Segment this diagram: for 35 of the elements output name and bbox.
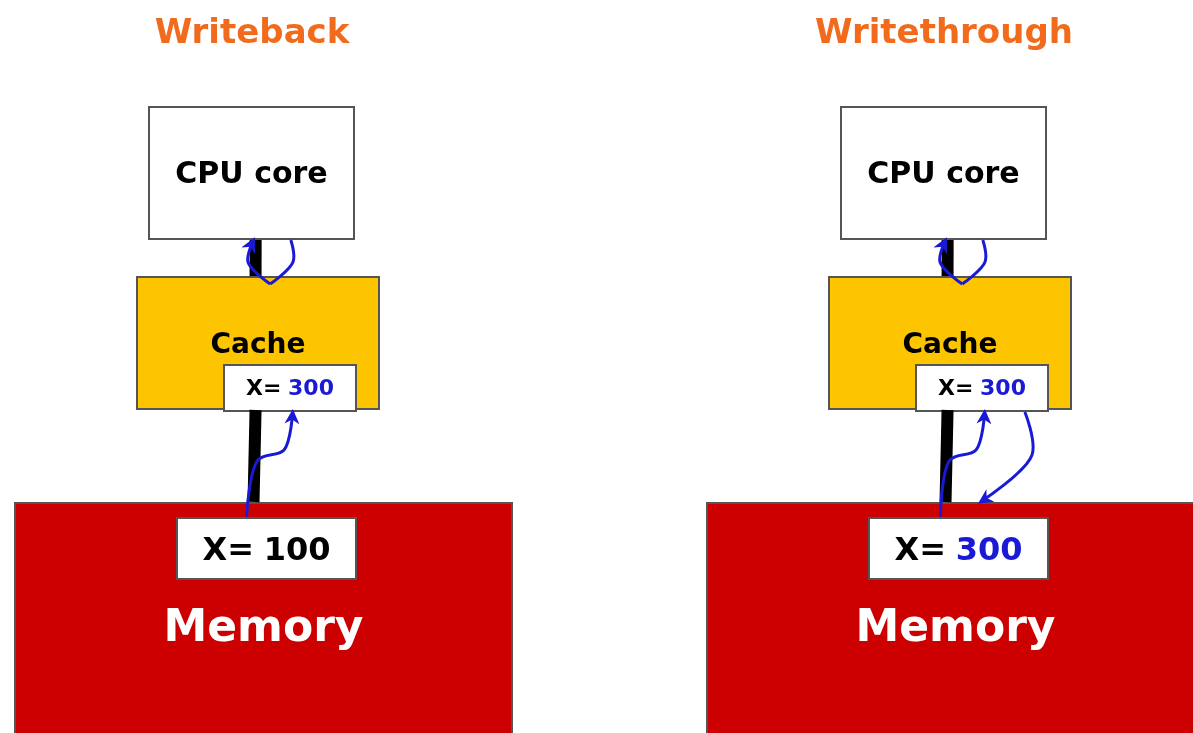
arrow — [245, 409, 300, 518]
node-label: CPU core — [867, 158, 1020, 188]
value-box — [223, 364, 357, 412]
node-label: Memory — [855, 604, 1056, 648]
arrow — [977, 411, 1035, 504]
panel-title: Writeback — [154, 14, 350, 48]
cpu-box — [840, 106, 1047, 240]
memory-block — [14, 502, 513, 733]
node-label: Memory — [163, 604, 364, 648]
variable-label: X= — [246, 377, 282, 399]
bus-line — [939, 409, 954, 503]
value-label: 300 — [288, 377, 334, 399]
value-box — [915, 364, 1049, 412]
node-label: CPU core — [175, 158, 328, 188]
cpu-box — [148, 106, 355, 240]
value-label: 300 — [980, 377, 1026, 399]
variable-label: X= — [894, 532, 947, 565]
arrow — [241, 237, 272, 286]
arrow — [933, 237, 964, 286]
cache-box — [828, 276, 1072, 410]
cache-box — [136, 276, 380, 410]
node-label: Cache — [902, 330, 998, 358]
bus-line — [247, 409, 262, 503]
node-label: Cache — [210, 330, 306, 358]
panel-title: Writethrough — [815, 14, 1073, 48]
arrow — [938, 409, 992, 518]
variable-label: X= — [202, 532, 255, 565]
value-label: 300 — [955, 532, 1023, 565]
variable-label: X= — [938, 377, 974, 399]
memory-block — [706, 502, 1193, 733]
value-label: 100 — [263, 532, 331, 565]
value-box — [176, 517, 357, 580]
bus-line — [941, 239, 954, 277]
value-box — [868, 517, 1049, 580]
bus-line — [249, 239, 262, 277]
